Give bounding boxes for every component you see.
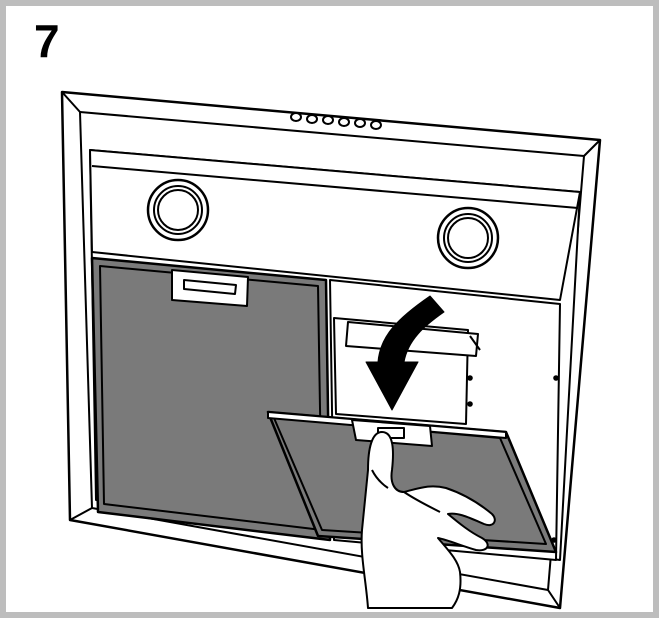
down-arrow-icon: [365, 295, 445, 411]
knob-icon: [370, 120, 382, 130]
control-buttons: [290, 112, 382, 130]
knob-icon: [290, 112, 302, 122]
vent-icon: [146, 178, 210, 242]
installed-filter: [90, 256, 332, 542]
knob-icon: [338, 117, 350, 127]
hand-icon: [360, 431, 496, 609]
step-number: 7: [34, 15, 60, 67]
knob-icon: [322, 115, 334, 125]
knob-icon: [354, 118, 366, 128]
knob-icon: [306, 114, 318, 124]
vent-icon: [436, 206, 500, 270]
